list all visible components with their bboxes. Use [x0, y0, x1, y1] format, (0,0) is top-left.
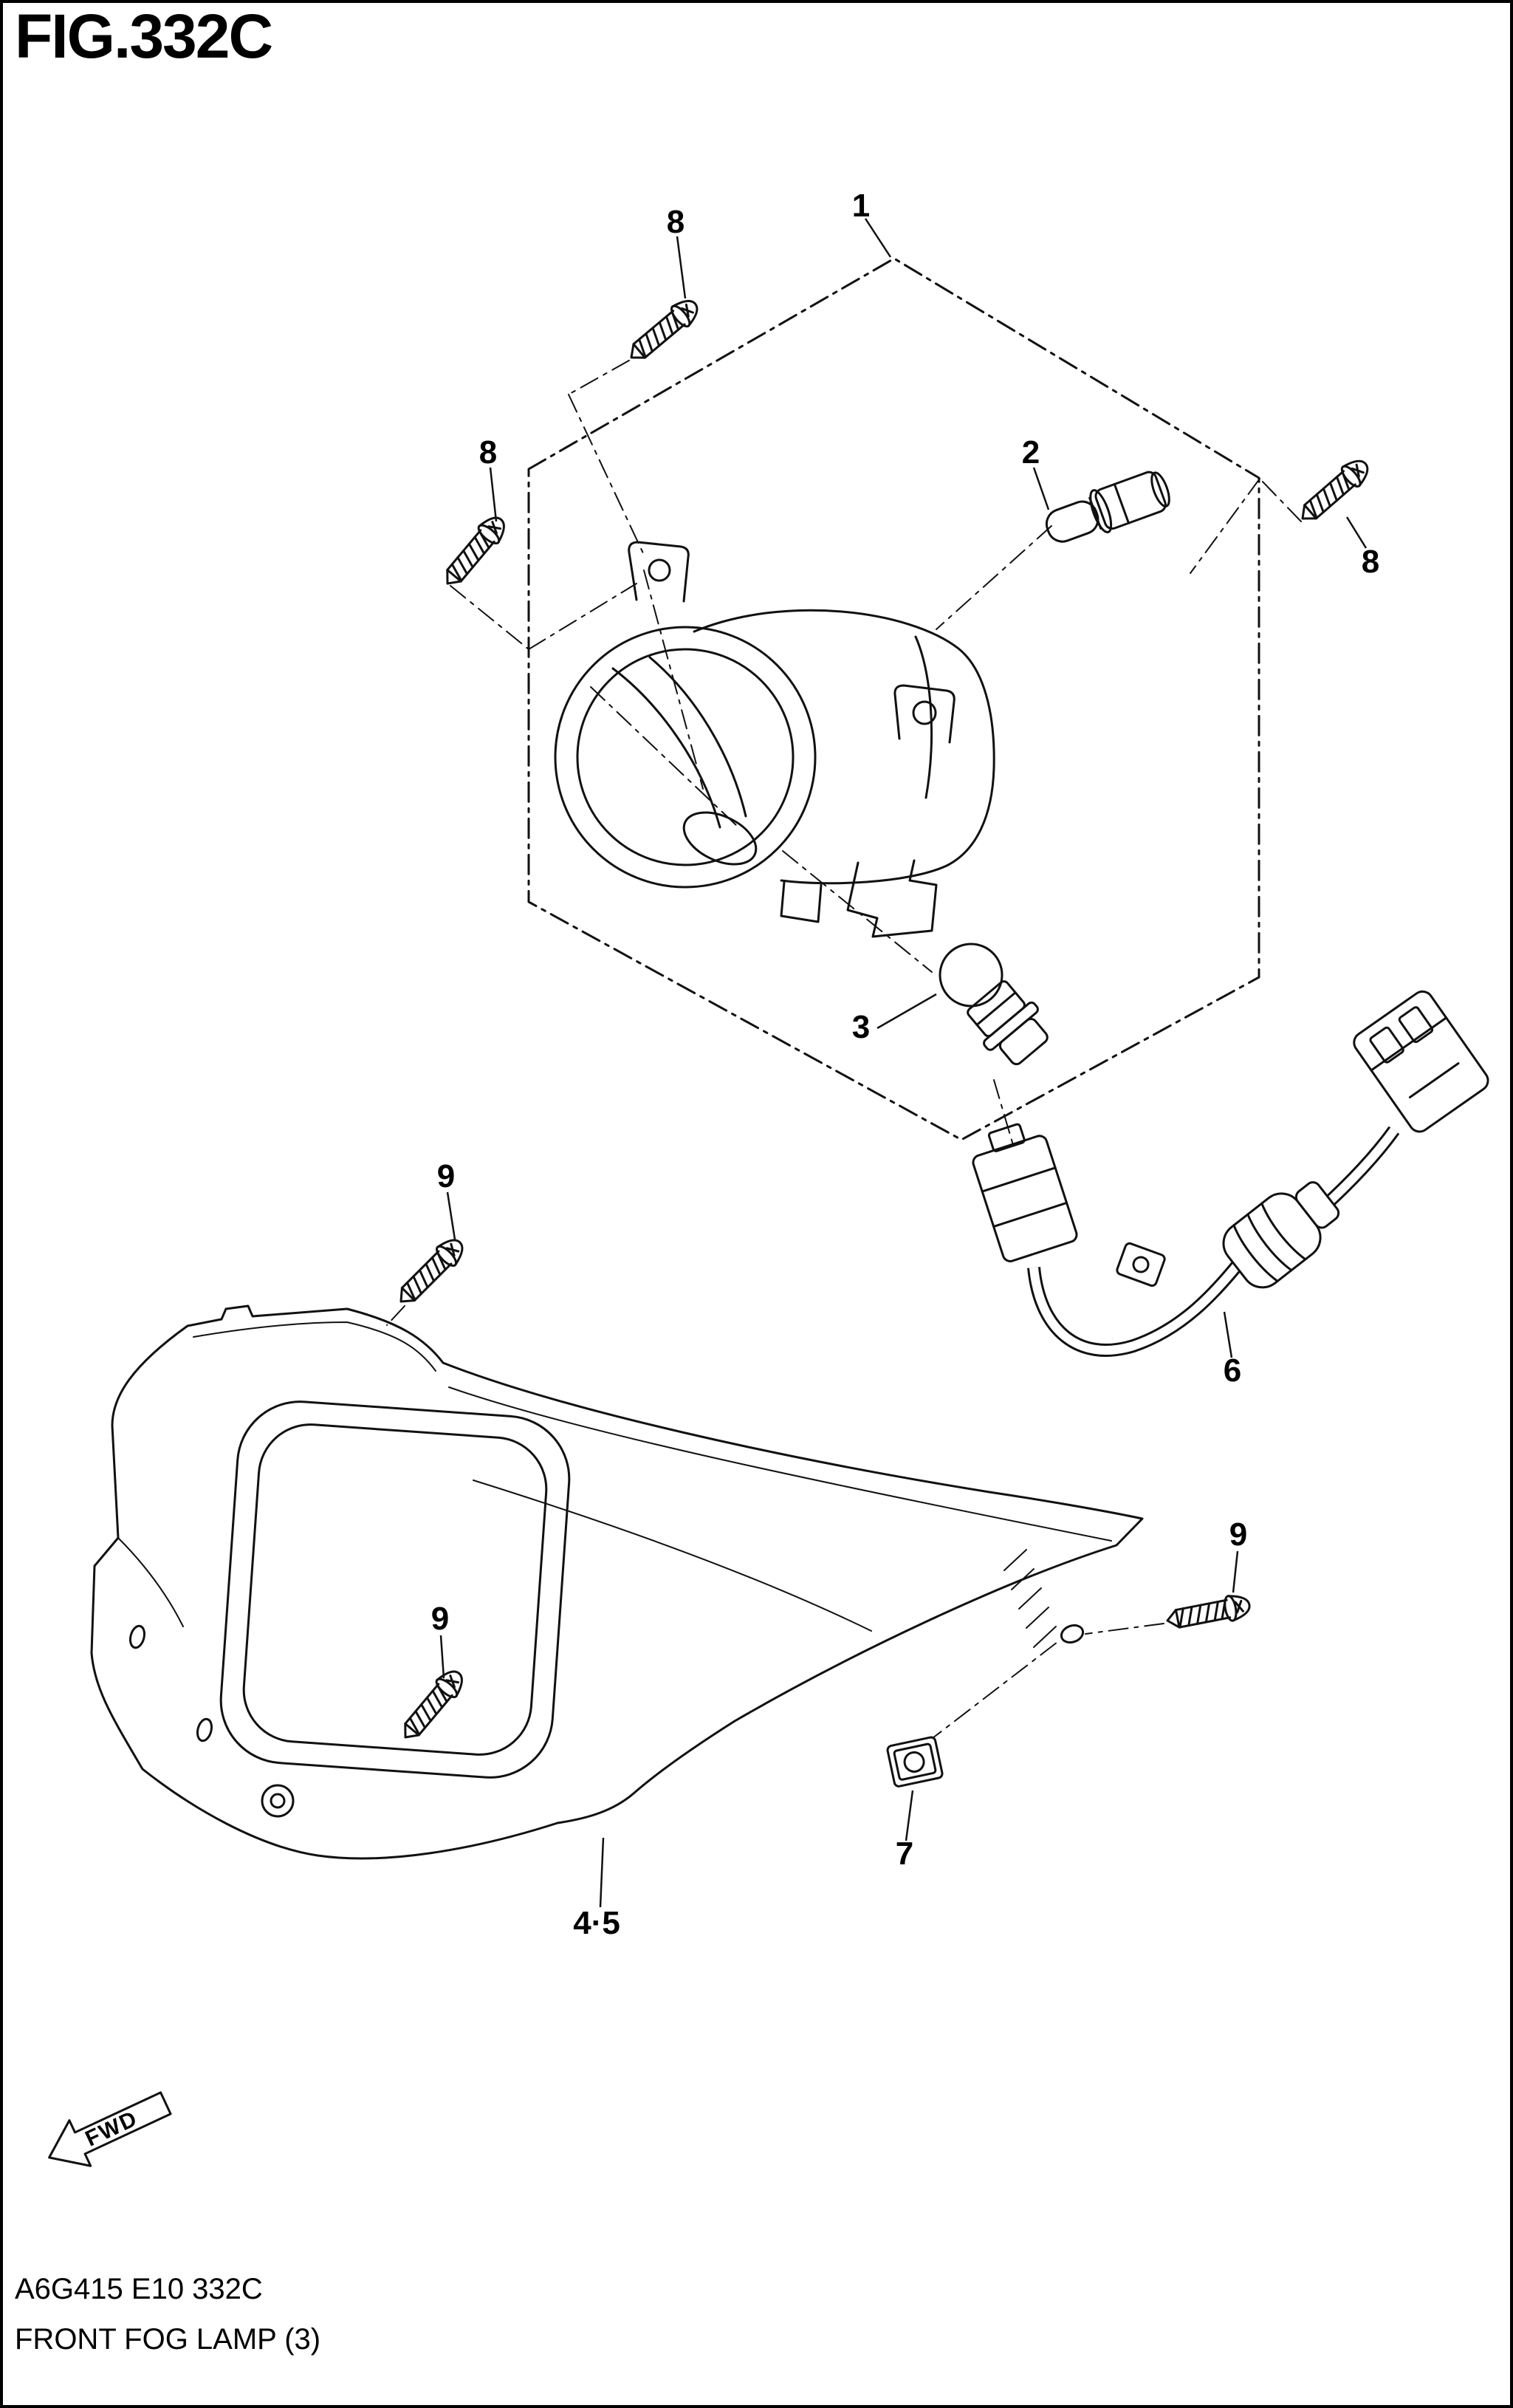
callout-8-right: 8: [1362, 544, 1379, 580]
callout-8-left: 8: [479, 434, 497, 471]
callout-9-upper: 9: [437, 1158, 455, 1194]
callout-6: 6: [1224, 1352, 1241, 1389]
fog-lamp-cover-bracket: [90, 1304, 1144, 1860]
screw-9-right: [1164, 1591, 1253, 1635]
alignment-axis-lines: [386, 360, 1302, 1744]
screw-9-upper: [391, 1232, 470, 1312]
harness-coupler: [1353, 990, 1489, 1133]
fog-lamp-housing: [554, 541, 995, 938]
callout-leader-lines: [439, 218, 1368, 1908]
harness-grommet: [1222, 1181, 1340, 1289]
fog-lamp-bulb: [1045, 471, 1170, 543]
clip-nut: [886, 1736, 944, 1788]
screw-8-top: [622, 293, 704, 369]
screw-9-bracket: [394, 1664, 470, 1747]
callout-9-bracket: 9: [431, 1601, 449, 1637]
screw-8-left: [436, 510, 512, 593]
callout-1: 1: [852, 188, 870, 224]
harness-branch-clip: [1116, 1242, 1166, 1287]
callout-7: 7: [896, 1836, 913, 1872]
callout-2: 2: [1022, 434, 1040, 471]
callout-4-5: 4·5: [573, 1905, 620, 1941]
callout-8-top: 8: [667, 204, 685, 240]
figure-caption: FRONT FOG LAMP (3): [15, 2323, 320, 2356]
fwd-label: FWD: [82, 2106, 142, 2151]
screw-8-right: [1293, 453, 1375, 530]
wiring-harness: [972, 990, 1489, 1357]
assembly-boundary-box: [527, 257, 1260, 1141]
callout-3: 3: [852, 1009, 870, 1045]
fwd-arrow: FWD: [48, 2091, 172, 2167]
figure-code: A6G415 E10 332C: [15, 2273, 263, 2305]
bulb-socket: [939, 943, 1049, 1066]
figure-title: FIG.332C: [15, 1, 272, 71]
callout-9-right: 9: [1229, 1516, 1247, 1553]
harness-connector-left: [972, 1123, 1078, 1262]
